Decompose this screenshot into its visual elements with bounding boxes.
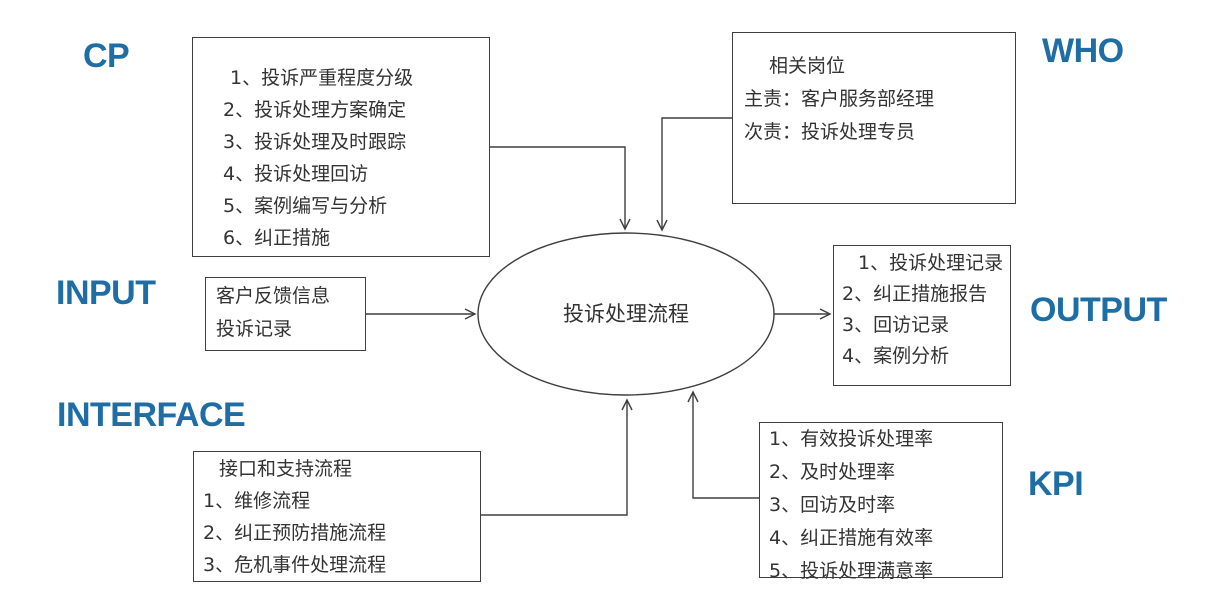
label-cp: CP <box>83 37 130 75</box>
interface-item: 3、危机事件处理流程 <box>203 554 387 576</box>
cp-item: 5、案例编写与分析 <box>223 195 388 217</box>
interface-item: 2、纠正预防措施流程 <box>203 522 387 544</box>
who-roles-box: 相关岗位 主责：客户服务部经理 次责：投诉处理专员 <box>732 32 1016 204</box>
who-line: 主责：客户服务部经理 <box>744 88 935 110</box>
kpi-item: 3、回访及时率 <box>769 494 896 516</box>
label-kpi: KPI <box>1028 465 1084 503</box>
cp-item: 6、纠正措施 <box>223 227 331 249</box>
label-input: INPUT <box>56 274 156 312</box>
cp-item: 3、投诉处理及时跟踪 <box>223 131 407 153</box>
kpi-item: 2、及时处理率 <box>769 461 896 483</box>
interface-box-title: 接口和支持流程 <box>219 458 353 480</box>
label-who: WHO <box>1042 32 1124 70</box>
who-box-title: 相关岗位 <box>769 55 846 77</box>
input-box: 客户反馈信息 投诉记录 <box>205 277 366 351</box>
cp-item: 4、投诉处理回访 <box>223 163 369 185</box>
connector-cp-to-process <box>489 146 631 231</box>
output-box: 1、投诉处理记录 2、纠正措施报告 3、回访记录 4、案例分析 <box>833 245 1011 386</box>
label-interface: INTERFACE <box>57 396 246 434</box>
kpi-item: 1、有效投诉处理率 <box>769 428 934 450</box>
process-ellipse-label: 投诉处理流程 <box>563 302 689 326</box>
cp-item: 2、投诉处理方案确定 <box>223 99 407 121</box>
process-ellipse <box>477 232 775 396</box>
output-item: 1、投诉处理记录 <box>858 252 1004 274</box>
input-line: 客户反馈信息 <box>216 285 331 307</box>
cp-activities-box: 1、投诉严重程度分级 2、投诉处理方案确定 3、投诉处理及时跟踪 4、投诉处理回… <box>192 37 490 257</box>
input-line: 投诉记录 <box>216 318 293 340</box>
connector-interface-to-process <box>481 398 633 516</box>
connector-kpi-to-process <box>687 390 759 499</box>
interface-item: 1、维修流程 <box>203 490 311 512</box>
interface-box: 接口和支持流程 1、维修流程 2、纠正预防措施流程 3、危机事件处理流程 <box>193 451 481 582</box>
connector-who-to-process <box>656 117 732 232</box>
output-item: 2、纠正措施报告 <box>842 283 988 305</box>
output-item: 4、案例分析 <box>842 345 950 367</box>
label-output: OUTPUT <box>1030 291 1167 329</box>
output-item: 3、回访记录 <box>842 314 950 336</box>
who-line: 次责：投诉处理专员 <box>744 121 916 143</box>
cp-item: 1、投诉严重程度分级 <box>230 67 414 89</box>
kpi-box: 1、有效投诉处理率 2、及时处理率 3、回访及时率 4、纠正措施有效率 5、投诉… <box>759 422 1003 582</box>
kpi-item: 4、纠正措施有效率 <box>769 527 934 549</box>
kpi-item: 5、投诉处理满意率 <box>769 560 934 582</box>
